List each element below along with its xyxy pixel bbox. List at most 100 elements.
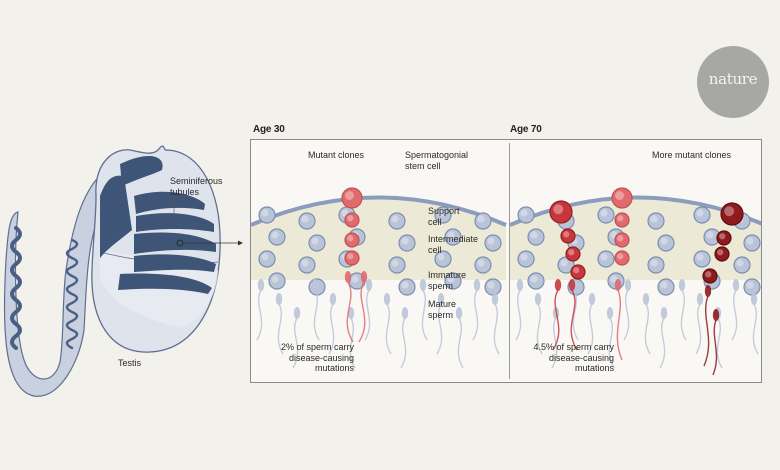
germ-cell-highlight	[746, 281, 754, 289]
mutant-cell-highlight	[347, 215, 354, 222]
sperm-tail	[277, 303, 284, 355]
sperm-head	[642, 293, 650, 305]
germ-cell	[308, 234, 326, 252]
mutant-cell-highlight	[617, 215, 624, 222]
germ-cell	[743, 234, 761, 252]
mutant-cell-highlight	[724, 206, 735, 217]
mutant-cell-highlight	[553, 204, 564, 215]
sperm-tail	[752, 303, 759, 355]
statistic-line: mutations	[574, 363, 614, 373]
germ-cell	[474, 212, 492, 230]
germ-cell-highlight	[487, 237, 495, 245]
germ-cell-highlight	[437, 253, 445, 261]
mutant-cell-highlight	[617, 253, 624, 260]
sperm-head	[750, 293, 758, 305]
germ-cell-highlight	[660, 281, 668, 289]
mutant-cell	[716, 230, 732, 246]
germ-cell-highlight	[706, 231, 714, 239]
sperm-tail	[536, 303, 543, 355]
sperm-tail	[572, 289, 579, 341]
mutant-cell	[344, 232, 360, 248]
mutant-sperm-tail	[703, 295, 710, 367]
label-stem-cell: Spermatogonial stem cell	[405, 150, 469, 171]
germ-cell	[388, 256, 406, 274]
mutant-sperm-tail	[712, 319, 718, 376]
label-mature-sperm: Mature sperm	[428, 299, 457, 320]
sperm-head	[588, 293, 596, 305]
germ-cell-highlight	[477, 215, 485, 223]
germ-cell-highlight	[600, 253, 608, 261]
germ-cell-highlight	[736, 259, 744, 267]
statistic-line: 2% of sperm carry	[280, 342, 354, 352]
germ-cell	[398, 278, 416, 296]
mutant-sperm-tail	[570, 289, 578, 351]
germ-cell-highlight	[271, 275, 279, 283]
germ-cell	[647, 256, 665, 274]
germ-cell	[298, 256, 316, 274]
mutant-cell-highlight	[617, 235, 624, 242]
germ-cell	[517, 250, 535, 268]
sperm-tail	[608, 317, 615, 369]
label-mutant-clones: Mutant clones	[308, 150, 365, 160]
mutant-cell	[611, 187, 633, 209]
germ-cell	[398, 234, 416, 252]
sperm-tail	[515, 289, 522, 341]
germ-cell	[733, 256, 751, 274]
germ-cell-highlight	[301, 215, 309, 223]
sperm-head	[437, 293, 445, 305]
sperm-head	[624, 279, 632, 291]
sperm-tail	[587, 303, 594, 355]
sperm-head	[732, 279, 740, 291]
statistic-age70: 4.5% of sperm carry disease-causing muta…	[510, 342, 614, 374]
statistic-line: 4.5% of sperm carry	[533, 342, 614, 352]
sperm-tail	[256, 289, 263, 341]
germ-cell	[444, 228, 462, 246]
sperm-tail	[623, 289, 630, 341]
statistic-line: disease-causing	[548, 352, 614, 363]
mutant-cell	[570, 264, 586, 280]
sperm-tail	[659, 317, 666, 369]
label-support-cell: Support cell	[428, 206, 460, 227]
germ-cell-highlight	[746, 237, 754, 245]
germ-cell	[657, 278, 675, 296]
germ-cell-highlight	[696, 209, 704, 217]
germ-cell	[527, 272, 545, 290]
sperm-tail	[385, 303, 392, 355]
tubule-wall	[251, 195, 507, 227]
sperm-head	[660, 307, 668, 319]
germ-cell	[268, 272, 286, 290]
mutant-cell-highlight	[717, 249, 724, 256]
mutant-sperm-head	[360, 271, 368, 283]
mutant-cell	[344, 250, 360, 266]
label-more-mutant-clones: More mutant clones	[652, 150, 732, 160]
mutant-cell	[560, 228, 576, 244]
sperm-tail	[716, 317, 723, 369]
germ-cell-highlight	[271, 231, 279, 239]
germ-cell	[557, 256, 575, 274]
germ-cell	[434, 206, 452, 224]
mutant-cell-highlight	[705, 271, 712, 278]
germ-cell-highlight	[447, 275, 455, 283]
germ-cell	[693, 250, 711, 268]
germ-cell-highlight	[660, 237, 668, 245]
germ-cell-highlight	[351, 275, 359, 283]
sperm-tail	[421, 289, 428, 341]
germ-cell-highlight	[530, 231, 538, 239]
mutant-sperm-tail	[346, 281, 354, 343]
mutant-cell	[720, 202, 744, 226]
sperm-head	[365, 279, 373, 291]
seminiferous-tubules-label: Seminiferous tubules	[170, 176, 223, 197]
mutant-sperm-tail	[358, 281, 366, 343]
sperm-tail	[436, 303, 443, 355]
panel-divider	[509, 143, 510, 379]
statistic-age30: 2% of sperm carry disease-causing mutati…	[258, 342, 354, 374]
germ-cell-highlight	[261, 253, 269, 261]
germ-cell-highlight	[696, 253, 704, 261]
mutant-sperm-head	[614, 279, 622, 291]
sperm-head	[491, 293, 499, 305]
mutant-cell	[614, 232, 630, 248]
germ-cell	[388, 212, 406, 230]
nature-logo: nature	[697, 46, 769, 118]
sperm-head	[401, 307, 409, 319]
label-immature-sperm: Immature sperm	[428, 270, 467, 291]
